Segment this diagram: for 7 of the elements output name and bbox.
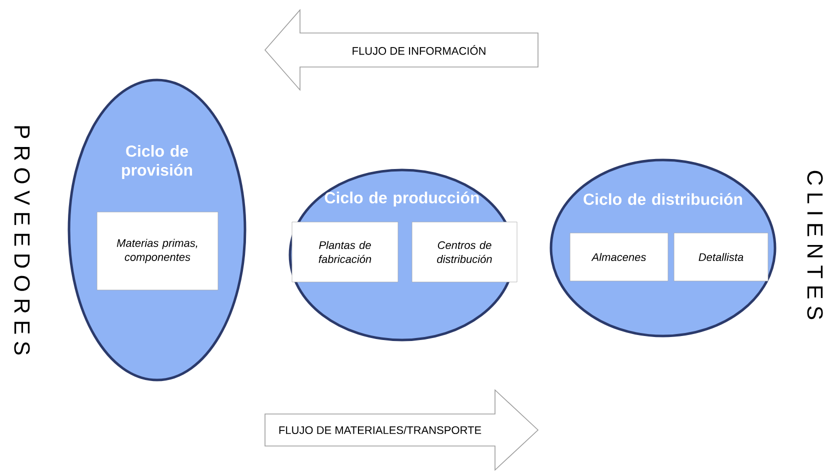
process-box: Centros de distribución bbox=[412, 222, 518, 282]
process-box: Plantas de fabricación bbox=[292, 222, 398, 282]
process-box: Materias primas, componentes bbox=[96, 212, 218, 290]
side-label: P R O V E E D O R E S bbox=[14, 126, 30, 354]
process-box: Almacenes bbox=[570, 232, 668, 282]
process-box: Detallista bbox=[674, 232, 768, 282]
side-label: C L I E N T E S bbox=[807, 170, 823, 320]
